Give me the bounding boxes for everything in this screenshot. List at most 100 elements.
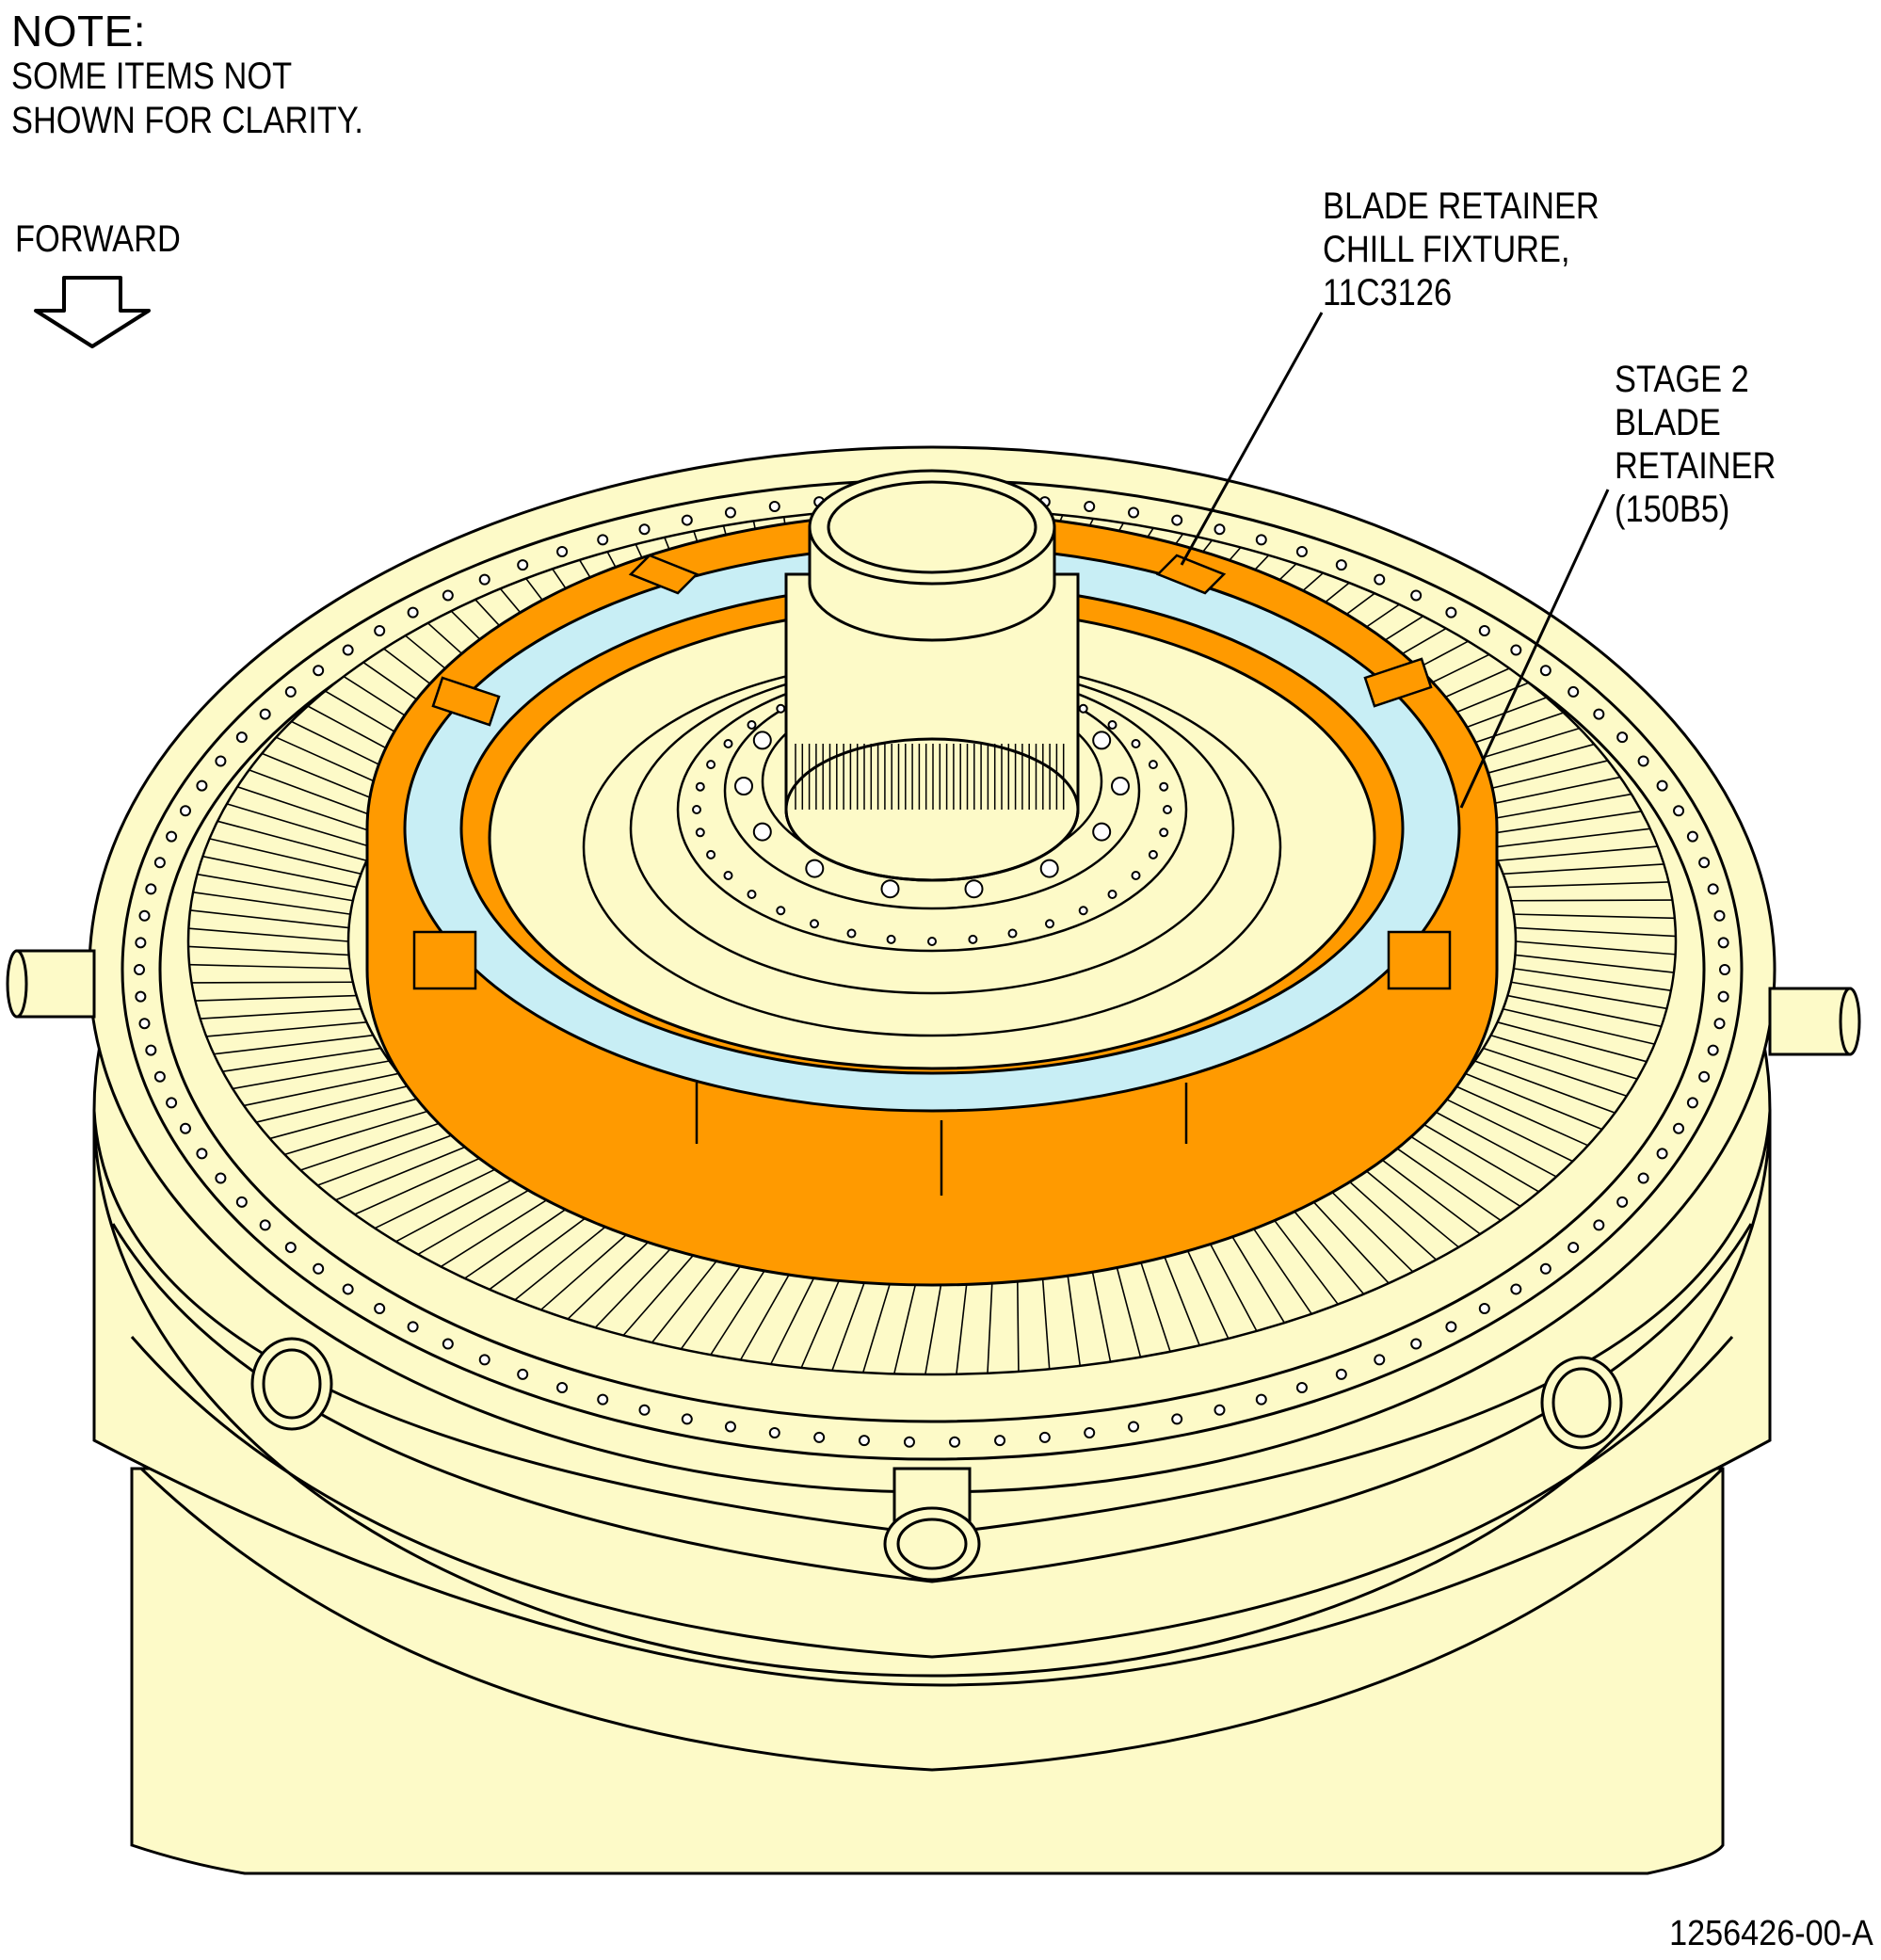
bolt-hole (478, 573, 490, 586)
bolt-hole (1686, 1097, 1698, 1109)
bolt-hole (813, 1431, 826, 1443)
hub-bolt (734, 777, 753, 795)
bolt-hole (407, 1321, 419, 1333)
bolt-hole (1539, 665, 1551, 677)
blade (202, 855, 357, 889)
bolt-hole (1214, 523, 1226, 536)
bolt-hole (153, 1070, 166, 1083)
blade (206, 1021, 367, 1037)
bolt-hole (994, 1435, 1006, 1447)
disk-hole (776, 906, 786, 916)
hub-bolt (880, 879, 900, 899)
blade (354, 1152, 490, 1215)
blade (1510, 981, 1667, 1010)
disk-hole (706, 849, 716, 860)
bolt-hole (1255, 534, 1267, 546)
hub-bolt (805, 859, 825, 878)
blade (464, 1199, 580, 1279)
blade (1455, 1084, 1589, 1147)
disk-hole (846, 928, 857, 939)
blade (192, 891, 351, 915)
bolt-hole (135, 990, 147, 1003)
blade (1483, 1047, 1628, 1097)
blade (243, 1072, 399, 1107)
bolt-hole (1673, 1122, 1685, 1134)
blade (417, 1181, 542, 1256)
down-arrow-outline-icon (34, 276, 151, 348)
bolt-hole (1410, 589, 1423, 602)
disk-hole (723, 871, 733, 880)
blade (1511, 899, 1673, 902)
blade (284, 1108, 433, 1156)
blade (374, 1163, 507, 1229)
bolt-hole (1719, 964, 1730, 975)
bolt-hole (235, 731, 248, 744)
disk-hole (706, 760, 716, 770)
disk-hole (1131, 739, 1141, 748)
disk-hole (1131, 871, 1141, 880)
bolt-hole (284, 685, 297, 698)
bolt-hole (1510, 1283, 1522, 1295)
bolt-hole (1410, 1338, 1423, 1350)
disk-hole (1159, 827, 1169, 838)
bolt-hole (313, 665, 325, 677)
bolt-hole (374, 1303, 386, 1315)
bolt-hole (145, 883, 157, 895)
bolt-hole (1698, 857, 1711, 869)
blade (316, 1132, 460, 1186)
blade (1515, 954, 1675, 973)
bolt-hole (1295, 546, 1308, 558)
disk-hole (747, 720, 757, 731)
disk-hole (1078, 906, 1088, 916)
hub-bolt (752, 731, 772, 750)
bolt-hole (1374, 1354, 1386, 1366)
blade (1284, 1199, 1365, 1295)
hub-bolt (1039, 859, 1059, 878)
blade (197, 873, 354, 902)
disk-hole (968, 934, 978, 944)
blade (1474, 793, 1632, 823)
bolt-hole (1445, 1321, 1457, 1333)
blade (1404, 1132, 1521, 1208)
blade (514, 1214, 620, 1301)
bolt-hole (1374, 573, 1386, 586)
bolt-hole (1707, 1044, 1719, 1056)
disk-hole (1078, 703, 1088, 714)
hub-bolt (1092, 822, 1112, 842)
bolt-hole (196, 1148, 208, 1160)
disk-hole (1148, 849, 1158, 860)
bolt-hole (1616, 731, 1629, 744)
blade (1515, 926, 1676, 938)
bolt-hole (1478, 1303, 1490, 1315)
blade (214, 1034, 374, 1055)
bolt-hole (1713, 1018, 1726, 1030)
hub-bolt (964, 879, 984, 899)
disk-hole (810, 919, 819, 929)
blade (1465, 1072, 1603, 1131)
bolt-hole (858, 1435, 870, 1447)
disk-hole (723, 739, 733, 748)
bolt-hole (342, 644, 354, 656)
bolt-hole (556, 1381, 569, 1393)
bolt-hole (597, 534, 609, 546)
disk-hole (692, 805, 701, 814)
bolt-hole (407, 606, 419, 619)
blade (1474, 1060, 1616, 1114)
bolt-hole (1593, 708, 1605, 720)
bolt-hole (374, 624, 386, 636)
hub-bolt (1092, 731, 1112, 750)
bolt-hole (1171, 514, 1183, 526)
bolt-hole (313, 1262, 325, 1275)
blade (1264, 1207, 1339, 1305)
bolt-hole (138, 909, 151, 922)
blade (1389, 1142, 1502, 1222)
blade (1483, 811, 1642, 836)
blade (1418, 1120, 1540, 1193)
disk-hole (1163, 805, 1172, 814)
bolt-hole (556, 546, 569, 558)
bolt-hole (1656, 1148, 1668, 1160)
bolt-hole (259, 708, 271, 720)
blade (222, 1047, 381, 1072)
blade (232, 1060, 390, 1090)
